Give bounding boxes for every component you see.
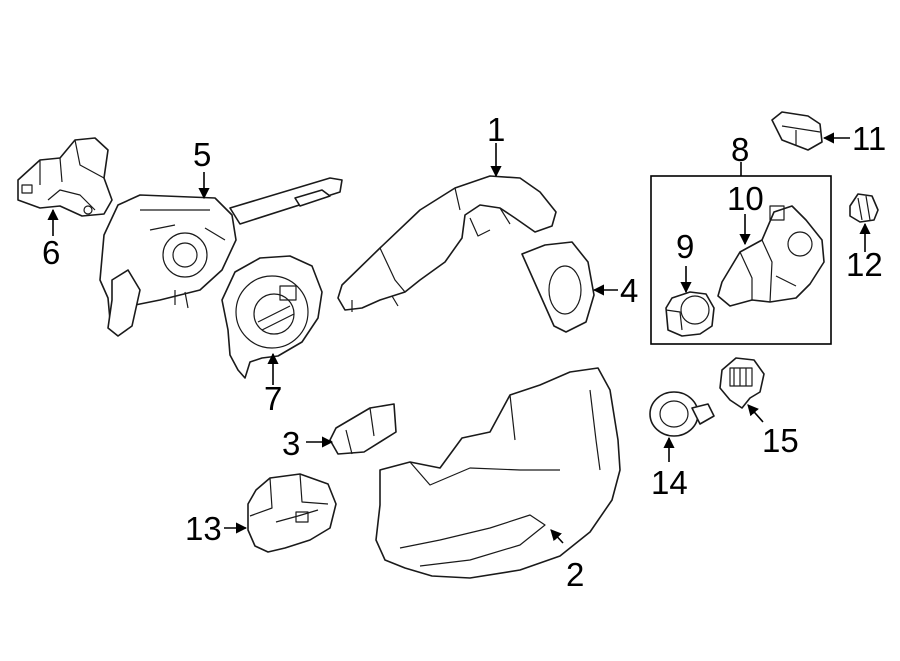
callout-11: 11	[852, 120, 886, 157]
callout-labels: 1 2 3 4 5 6 7 8 9 10 11 12 13 14 15	[42, 111, 886, 593]
part-14-ring	[649, 391, 715, 437]
callout-1: 1	[487, 111, 505, 148]
part-7-clock-spring	[221, 255, 323, 379]
part-10-lock-housing	[717, 205, 825, 307]
callout-2: 2	[566, 556, 584, 593]
callout-5: 5	[193, 136, 211, 173]
leader-lines	[47, 132, 871, 544]
callout-12: 12	[846, 246, 883, 283]
callout-15: 15	[762, 422, 799, 459]
callout-7: 7	[264, 380, 282, 417]
part-11-connector	[771, 111, 823, 151]
part-13-switch-module	[247, 473, 337, 553]
part-3-trim	[329, 403, 397, 455]
part-15-plug	[719, 357, 765, 409]
part-1-upper-shroud	[337, 175, 557, 312]
part-5-combination-switch	[99, 177, 343, 337]
part-4-bezel	[521, 241, 595, 333]
part-12-sensor	[849, 193, 879, 223]
callout-9: 9	[676, 228, 694, 265]
part-9-ignition-switch	[665, 291, 715, 337]
callout-13: 13	[185, 510, 222, 547]
callout-8: 8	[731, 131, 749, 168]
part-6-sensor	[17, 137, 113, 217]
callout-6: 6	[42, 234, 60, 271]
callout-10: 10	[727, 180, 764, 217]
part-2-lower-shroud	[375, 367, 621, 579]
callout-3: 3	[282, 425, 300, 462]
callout-14: 14	[651, 464, 688, 501]
callout-4: 4	[620, 272, 638, 309]
